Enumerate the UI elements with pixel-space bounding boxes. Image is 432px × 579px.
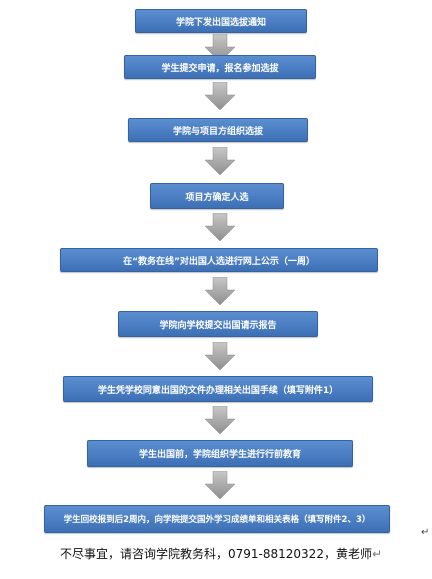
paragraph-mark-icon: ↵ bbox=[371, 547, 383, 561]
flow-step-8: 学生出国前，学院组织学生进行行前教育 bbox=[87, 440, 353, 467]
down-arrow-icon bbox=[205, 213, 235, 241]
flow-step-7: 学生凭学校同意出国的文件办理相关出国手续（填写附件1） bbox=[63, 376, 373, 402]
flow-step-5: 在“教务在线”对出国人选进行网上公示（一周） bbox=[60, 248, 378, 272]
down-arrow-icon bbox=[205, 277, 235, 305]
footer-contact-note: 不尽事宜，请咨询学院教务科，0791-88120322，黄老师↵ bbox=[60, 545, 382, 562]
down-arrow-icon bbox=[205, 406, 235, 434]
down-arrow-icon bbox=[205, 82, 235, 110]
flow-step-4: 项目方确定人选 bbox=[150, 183, 284, 209]
flow-step-1: 学院下发出国选拔通知 bbox=[135, 9, 307, 33]
flow-step-6: 学院向学校提交出国请示报告 bbox=[118, 311, 318, 337]
flow-step-9: 学生回校报到后2周内，向学院提交国外学习成绩单和相关表格（填写附件2、3） bbox=[44, 505, 390, 533]
flow-step-2: 学生提交申请，报名参加选拔 bbox=[124, 55, 316, 79]
down-arrow-icon bbox=[205, 342, 235, 370]
flow-step-3: 学院与项目方组织选拔 bbox=[128, 118, 308, 142]
down-arrow-icon bbox=[205, 471, 235, 499]
footer-text: 不尽事宜，请咨询学院教务科，0791-88120322，黄老师 bbox=[60, 547, 372, 561]
paragraph-mark-icon: ↵ bbox=[421, 527, 430, 538]
down-arrow-icon bbox=[205, 147, 235, 175]
down-arrow-icon bbox=[205, 34, 235, 62]
